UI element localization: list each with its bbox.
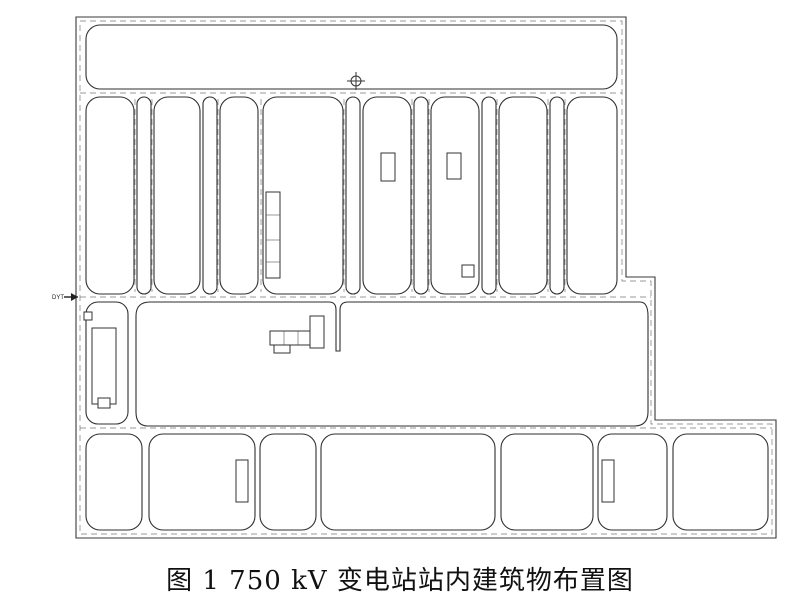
building (446, 152, 462, 180)
bottom-block (500, 433, 594, 531)
bay-strip (202, 96, 218, 295)
middle-bays-row (85, 96, 618, 295)
figure-caption: 图 1 750 kV 变电站站内建筑物布置图 (166, 566, 634, 596)
bottom-block (85, 433, 143, 531)
road-centerline (79, 20, 773, 535)
bottom-block (148, 433, 256, 531)
bay (566, 96, 618, 295)
bottom-block (320, 433, 496, 531)
entrance-marker: DYT (52, 293, 78, 301)
bottom-blocks-row (85, 433, 769, 531)
internal-roads (80, 92, 772, 429)
north-arrow-icon (347, 72, 365, 90)
bay-strip (345, 96, 361, 295)
bottom-block (597, 433, 668, 531)
bay-strip (549, 96, 565, 295)
control-building (269, 315, 325, 354)
main-yard (135, 301, 649, 427)
bay-strip (481, 96, 497, 295)
bay (153, 96, 201, 295)
building (380, 152, 396, 182)
bay (85, 96, 135, 295)
middle-buildings (265, 152, 475, 279)
bay (362, 96, 412, 295)
entrance-label: DYT (52, 295, 64, 301)
left-building (83, 311, 117, 409)
bay-strip (136, 96, 152, 295)
bottom-block (672, 433, 769, 531)
small-building (461, 264, 475, 278)
bay-large (262, 96, 344, 295)
bay-strip (413, 96, 429, 295)
substation-site-plan: DYT (52, 16, 777, 539)
building-strip (265, 191, 281, 279)
bay (219, 96, 259, 295)
site-boundary (75, 16, 777, 539)
top-long-block (85, 24, 618, 90)
bay (498, 96, 548, 295)
bay (430, 96, 480, 295)
bottom-block (259, 433, 317, 531)
bottom-buildings (235, 459, 615, 503)
